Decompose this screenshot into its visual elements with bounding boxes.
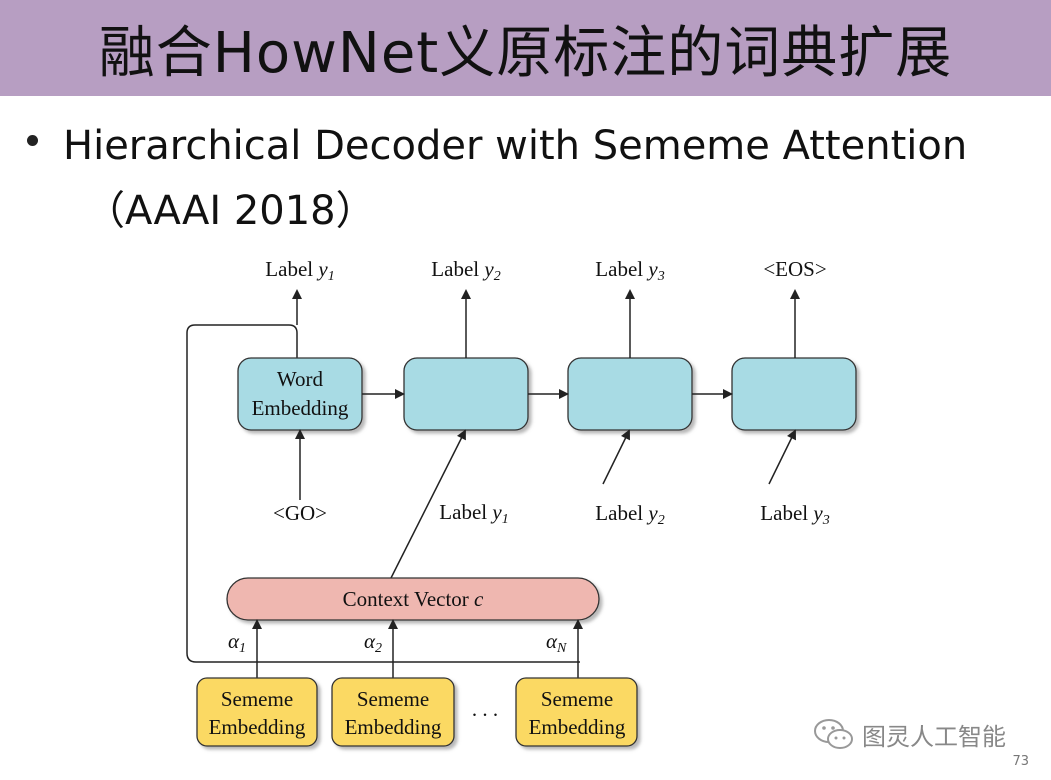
input-label-1: Label y1 [439,500,508,527]
input-label-2: Label y2 [595,501,664,528]
decoder-box-1-label-line2: Embedding [252,396,349,420]
decoder-box-2 [403,357,529,431]
context-vector-label: Context Vector c [343,587,484,611]
alpha-label-2: α2 [364,629,382,656]
bullet-dot [27,135,38,146]
title-bar: 融合HowNet义原标注的词典扩展 [0,0,1051,96]
output-label-2: Label y2 [431,257,500,284]
input-label-3: Label y3 [760,501,829,528]
sememe-box-n-line2: Embedding [529,715,626,739]
decoder-box-3 [567,357,693,431]
alpha-label-1: α1 [228,629,246,656]
decoder-box-1-label-line1: Word [277,367,324,391]
sememe-box-2 [331,677,455,747]
sememe-box-n-line1: Sememe [541,687,613,711]
sememe-box-1-line2: Embedding [209,715,306,739]
sememe-box-n [515,677,638,747]
sememe-box-1 [196,677,318,747]
watermark: 图灵人工智能 [812,716,1006,752]
context-arrow [390,429,466,579]
bullet-text: Hierarchical Decoder with Sememe Attenti… [63,123,968,169]
slide-title: 融合HowNet义原标注的词典扩展 [98,20,953,86]
page-number: 73 [1012,754,1029,769]
output-label-3: Label y3 [595,257,664,284]
context-vector-box [226,577,600,621]
wechat-icon [814,719,853,749]
input-arrow-2 [602,429,630,485]
watermark-text: 图灵人工智能 [862,722,1006,751]
sememe-box-2-line1: Sememe [357,687,429,711]
input-label-go: <GO> [273,501,327,525]
alpha-label-n: αN [546,629,567,656]
decoder-box-4 [731,357,857,431]
sememe-box-2-line2: Embedding [345,715,442,739]
bullet-venue: （AAAI 2018） [85,188,376,234]
feedback-loop-line [186,324,580,663]
sememe-box-1-line1: Sememe [221,687,293,711]
output-label-1: Label y1 [265,257,334,284]
output-label-eos: <EOS> [763,257,826,281]
sememe-ellipsis: . . . [472,697,498,721]
input-arrow-3 [768,429,796,485]
